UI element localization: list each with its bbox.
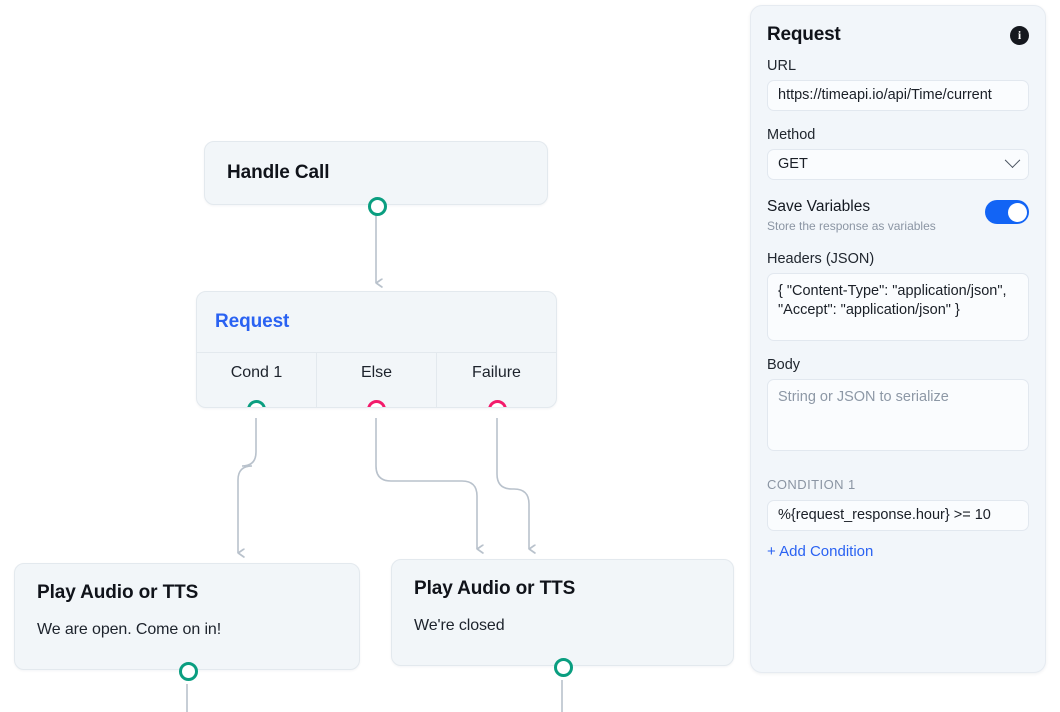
node-output-port[interactable]	[554, 658, 573, 677]
add-condition-button[interactable]: + Add Condition	[767, 543, 874, 560]
save-variables-row: Save Variables Store the response as var…	[767, 198, 1029, 233]
method-value: GET	[778, 156, 808, 172]
panel-title: Request	[767, 24, 841, 45]
node-output-label: Cond 1	[230, 364, 283, 381]
flow-canvas[interactable]: Handle Call Request Cond 1 Else Failure	[0, 0, 748, 712]
method-select[interactable]: GET	[767, 149, 1029, 180]
node-title: Handle Call	[227, 162, 330, 183]
condition-section-label: CONDITION 1	[767, 477, 856, 492]
node-output-port-cond-1[interactable]	[247, 400, 266, 407]
headers-textarea[interactable]: { "Content-Type": "application/json", "A…	[767, 273, 1029, 341]
condition-1-input[interactable]: %{request_response.hour} >= 10	[767, 500, 1029, 531]
node-output-row: Cond 1 Else Failure	[197, 352, 556, 407]
node-output-port-failure[interactable]	[488, 400, 507, 407]
info-icon[interactable]: i	[1010, 25, 1029, 45]
save-variables-description: Store the response as variables	[767, 219, 936, 233]
node-output-port[interactable]	[179, 662, 198, 681]
node-title: Request	[215, 311, 290, 332]
node-output-cond-1[interactable]: Cond 1	[197, 353, 316, 407]
node-output-port[interactable]	[368, 197, 387, 216]
panel-header: Request i	[767, 22, 1029, 48]
body-label: Body	[767, 357, 801, 373]
chevron-down-icon	[1004, 152, 1021, 169]
headers-label: Headers (JSON)	[767, 251, 875, 267]
node-output-else[interactable]: Else	[316, 353, 436, 407]
node-output-label: Else	[360, 364, 393, 381]
toggle-knob	[1007, 202, 1027, 222]
save-variables-text: Save Variables Store the response as var…	[767, 198, 936, 233]
request-properties-panel: Request i URL https://timeapi.io/api/Tim…	[750, 5, 1046, 673]
flow-node-play-audio-closed[interactable]: Play Audio or TTS We're closed	[391, 559, 734, 677]
flow-node-request[interactable]: Request Cond 1 Else Failure	[196, 291, 557, 408]
save-variables-label: Save Variables	[767, 198, 871, 215]
url-label: URL	[767, 58, 797, 74]
node-subtitle: We're closed	[414, 617, 505, 634]
node-subtitle: We are open. Come on in!	[37, 621, 222, 638]
node-output-port-else[interactable]	[367, 400, 386, 407]
node-title: Play Audio or TTS	[37, 582, 199, 603]
node-output-failure[interactable]: Failure	[436, 353, 556, 407]
node-header: Request	[197, 292, 556, 352]
method-label: Method	[767, 127, 816, 143]
flow-node-handle-call[interactable]: Handle Call	[204, 141, 548, 216]
url-input[interactable]: https://timeapi.io/api/Time/current	[767, 80, 1029, 111]
flow-node-play-audio-open[interactable]: Play Audio or TTS We are open. Come on i…	[14, 563, 360, 681]
body-textarea[interactable]: String or JSON to serialize	[767, 379, 1029, 451]
node-title: Play Audio or TTS	[414, 578, 576, 599]
save-variables-toggle[interactable]	[985, 200, 1029, 224]
node-output-label: Failure	[472, 364, 521, 381]
